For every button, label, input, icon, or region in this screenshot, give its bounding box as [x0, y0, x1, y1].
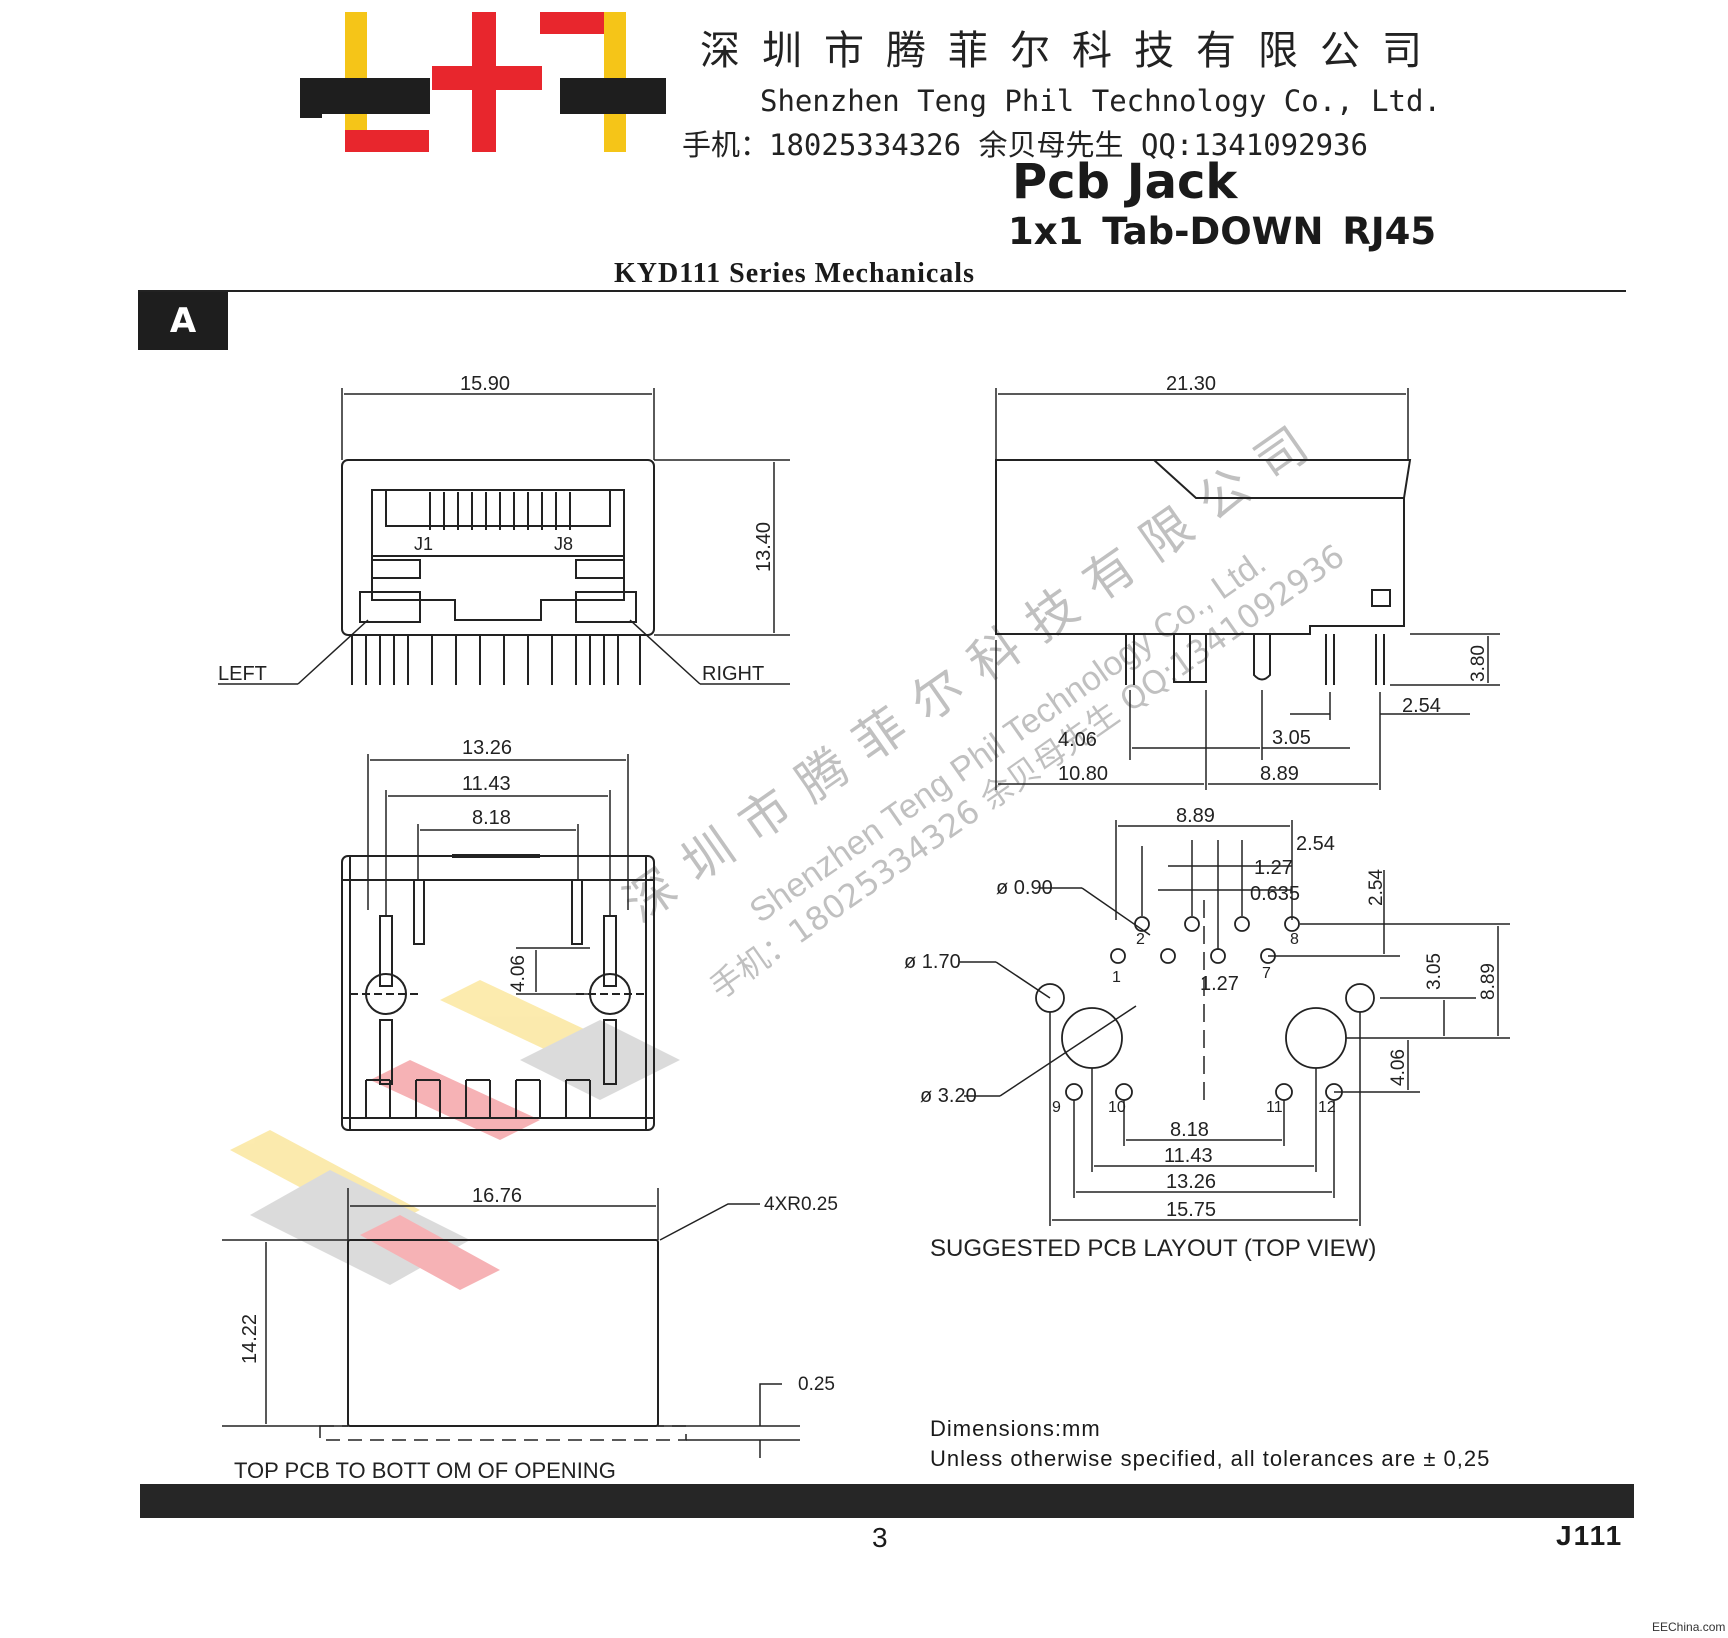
- pin-label-11: 11: [1266, 1099, 1283, 1116]
- pcb-dim-818: 8.18: [1170, 1119, 1209, 1141]
- opening-view: [222, 1188, 800, 1458]
- pin-label-7: 7: [1262, 965, 1271, 982]
- footer-bar: [140, 1484, 1634, 1518]
- bottom-view: [341, 754, 655, 1131]
- document-code: J111: [1556, 1520, 1624, 1551]
- pcb-dim-254: 2.54: [1296, 833, 1335, 855]
- company-name-cn: 深圳市腾菲尔科技有限公司: [700, 28, 1444, 74]
- pcb-layout-caption: SUGGESTED PCB LAYOUT (TOP VIEW): [930, 1235, 1376, 1262]
- pin-label-1: 1: [1112, 969, 1121, 986]
- pcb-dim-406: 4.06: [1388, 1049, 1409, 1086]
- section-label: A: [138, 292, 228, 350]
- logo-mark: [300, 12, 666, 152]
- logo-watermark: [230, 980, 680, 1290]
- contact-info: 手机：18025334326 余贝母先生 QQ:1341092936: [682, 128, 1368, 162]
- watermark-en: Shenzhen Teng Phil Technology Co., Ltd.: [743, 543, 1273, 930]
- page-subtitle: 1x1 Tab-DOWN RJ45: [1008, 210, 1437, 253]
- pcb-dim-889-vert: 8.89: [1478, 963, 1499, 1000]
- units-note: Dimensions:mm: [930, 1416, 1101, 1441]
- pcb-dim-305: 3.05: [1424, 953, 1445, 990]
- company-name-en: Shenzhen Teng Phil Technology Co., Ltd.: [760, 84, 1441, 118]
- side-dim-889: 8.89: [1260, 763, 1299, 785]
- bottom-dim-mid: 11.43: [462, 773, 511, 795]
- bottom-dim-outer: 13.26: [462, 737, 512, 759]
- opening-caption: TOP PCB TO BOTT OM OF OPENING: [234, 1458, 616, 1483]
- front-height-dim: 13.40: [753, 522, 775, 572]
- front-pins: [351, 635, 641, 685]
- pin-label-first: J1: [414, 534, 433, 554]
- pin-label-10: 10: [1108, 1099, 1126, 1116]
- opening-offset-dim: 0.25: [798, 1374, 835, 1395]
- side-dim-254: 2.54: [1402, 695, 1441, 717]
- side-dim-406: 4.06: [1058, 729, 1097, 751]
- series-heading: KYD111 Series Mechanicals: [614, 258, 975, 289]
- front-width-dim: 15.90: [460, 373, 510, 395]
- signal-holes: [1035, 916, 1375, 1101]
- pcb-dim-254-vert: 2.54: [1366, 869, 1387, 906]
- contact-fingers: [429, 492, 571, 530]
- source-credit: EEChina.com: [1652, 1620, 1726, 1634]
- pin-label-2: 2: [1136, 931, 1145, 948]
- hole-320-label: ø 3.20: [920, 1085, 977, 1107]
- side-dim-305: 3.05: [1272, 727, 1311, 749]
- side-dim-1080: 10.80: [1058, 763, 1108, 785]
- pin-label-12: 12: [1318, 1099, 1336, 1116]
- page-title: Pcb Jack: [1012, 154, 1238, 210]
- opening-height-dim: 14.22: [239, 1314, 261, 1364]
- pcb-dim-889-top: 8.89: [1176, 805, 1215, 827]
- pcb-dim-127-b: 1.27: [1200, 973, 1239, 995]
- pin-label-last: J8: [554, 534, 573, 554]
- left-label: LEFT: [218, 663, 267, 685]
- right-label: RIGHT: [702, 663, 764, 685]
- side-pin-height-dim: 3.80: [1468, 645, 1489, 682]
- side-length-dim: 21.30: [1166, 373, 1216, 395]
- pcb-layout: [960, 820, 1510, 1226]
- tolerance-note: Unless otherwise specified, all toleranc…: [930, 1446, 1491, 1471]
- hole-170-label: ø 1.70: [904, 951, 961, 973]
- header-rule: [138, 290, 1626, 292]
- bottom-dim-inner: 8.18: [472, 807, 511, 829]
- pin-label-9: 9: [1052, 1099, 1061, 1116]
- hole-090-label: ø 0.90: [996, 877, 1053, 899]
- pcb-dim-127: 1.27: [1254, 857, 1293, 879]
- front-view: [218, 388, 790, 685]
- pcb-dim-1575: 15.75: [1166, 1199, 1216, 1221]
- pcb-dim-1143: 11.43: [1164, 1145, 1213, 1167]
- opening-radius-note: 4XR0.25: [764, 1194, 838, 1215]
- side-view: [995, 388, 1500, 790]
- page-number: 3: [872, 1522, 888, 1553]
- bottom-dim-vert: 4.06: [508, 955, 529, 992]
- pcb-dim-0635: 0.635: [1250, 883, 1300, 905]
- opening-width-dim: 16.76: [472, 1185, 522, 1207]
- pcb-dim-1326: 13.26: [1166, 1171, 1216, 1193]
- pin-label-8: 8: [1290, 931, 1299, 948]
